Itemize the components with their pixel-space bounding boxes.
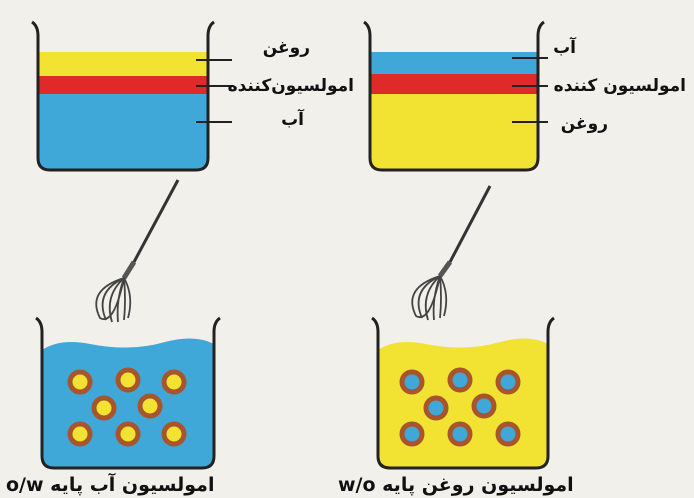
right-water-layer (370, 52, 538, 74)
right-beaker-outline (363, 20, 545, 172)
left-bottom-beaker (35, 316, 221, 470)
right-oil-layer (370, 94, 538, 170)
left-caption: امولسیون آب پایه o/w (6, 474, 215, 496)
right-emulsifier-layer (370, 74, 538, 94)
whisk-icon (95, 179, 180, 323)
left-label-water: آب (281, 110, 304, 130)
right-label-oil: روغن (560, 114, 608, 134)
right-bottom-beaker-outline (371, 316, 555, 470)
left-oil-layer (38, 52, 208, 76)
left-beaker-outline (31, 20, 215, 172)
left-water-bulk (42, 338, 214, 468)
right-bottom-beaker (371, 316, 555, 470)
whisk-icon (411, 185, 492, 321)
oil-droplets (67, 367, 187, 447)
left-top-beaker (31, 20, 232, 172)
water-droplets (399, 367, 521, 447)
left-label-oil: روغن (262, 38, 310, 58)
left-emulsifier-layer (38, 76, 208, 94)
left-label-emulsifier: امولسیون‌کننده (227, 76, 354, 96)
right-caption: امولسیون روغن پایه w/o (338, 474, 574, 496)
left-water-layer (38, 94, 208, 170)
right-label-emulsifier: امولسیون کننده (553, 76, 686, 96)
right-top-beaker (363, 20, 548, 172)
left-bottom-beaker-outline (35, 316, 221, 470)
right-label-water: آب (553, 38, 576, 58)
right-oil-bulk (378, 338, 548, 468)
